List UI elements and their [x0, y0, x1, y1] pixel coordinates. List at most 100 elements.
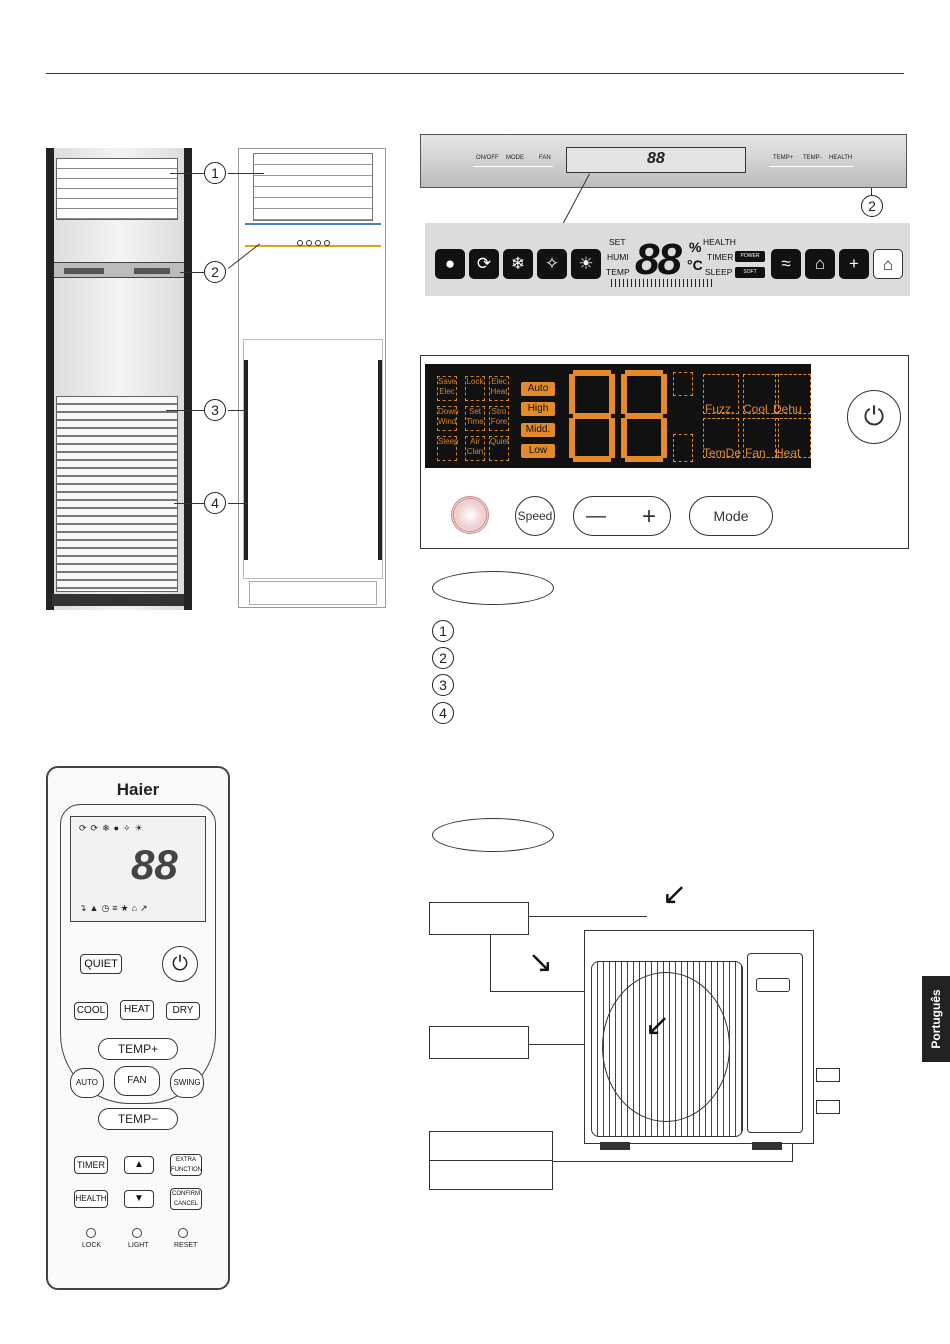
strip-btn-temp-down[interactable]: TEMP- — [803, 155, 822, 161]
section-pill-1 — [432, 571, 554, 605]
down-arrow-button[interactable]: ▼ — [124, 1190, 154, 1208]
fan-circle — [602, 972, 730, 1122]
callout-2-strip: 2 — [861, 195, 883, 217]
indoor-unit-side — [238, 148, 386, 608]
swing-button[interactable]: SWING — [170, 1068, 204, 1098]
service-panel — [747, 953, 803, 1133]
foot-left — [600, 1142, 630, 1150]
control-panel-alt: Save Elec Lock Elec Heat Down Wind Set T… — [420, 355, 909, 549]
reset-button[interactable] — [178, 1228, 188, 1238]
callout-1: 1 — [204, 162, 226, 184]
side-body-panel — [243, 339, 383, 579]
speed-low: Low — [521, 444, 555, 458]
strip-btn-health[interactable]: HEALTH — [829, 155, 853, 161]
lcd-display: ● ⟳ ❄ ✧ ☀ SET HUMI TEMP 88 % °C HEALTH T… — [425, 223, 910, 296]
temp-up-button[interactable]: TEMP+ — [98, 1038, 178, 1060]
temp-down-button[interactable]: TEMP− — [98, 1108, 178, 1130]
air-inlet-grille — [56, 396, 178, 592]
strip-btn-fan[interactable]: FAN — [539, 155, 551, 161]
light-label: LIGHT — [128, 1242, 149, 1249]
remote-control: Haier ⟳⟳❄●✧☀ 88 ↴▲◷≡★⌂↗ QUIET ⏻ COOL HEA… — [46, 766, 230, 1290]
panel-display: Save Elec Lock Elec Heat Down Wind Set T… — [425, 364, 811, 468]
arrow-into-fan-icon: ↙ — [645, 1009, 671, 1042]
dry-button[interactable]: DRY — [166, 1002, 200, 1020]
minus-button[interactable]: — — [586, 505, 606, 527]
extra-function-button[interactable]: EXTRA FUNCTION — [170, 1154, 202, 1176]
arrow-down-left-icon: ↙ — [662, 878, 688, 911]
side-buttons — [297, 233, 347, 246]
legend-2: 2 — [432, 647, 454, 669]
strip-btn-mode[interactable]: MODE — [506, 155, 524, 161]
soft-label: SOFT — [735, 267, 765, 278]
arrow-down-right-icon: ↘ — [528, 946, 554, 979]
valve-bottom — [816, 1100, 840, 1114]
power-button[interactable]: ⏻ — [847, 390, 901, 444]
drop-plus-icon: + — [839, 249, 869, 279]
mode-cool: Cool — [743, 402, 768, 416]
legend-1: 1 — [432, 620, 454, 642]
foot-right — [752, 1142, 782, 1150]
callout-3: 3 — [204, 399, 226, 421]
side-outlet-grille — [253, 153, 373, 221]
fan-button[interactable]: FAN — [114, 1066, 160, 1096]
unit-control-strip — [54, 262, 184, 278]
plus-button[interactable]: + — [641, 503, 656, 530]
label-box-4 — [429, 1160, 553, 1190]
power-button-remote[interactable]: ⏻ — [162, 946, 198, 982]
speed-midd: Midd. — [521, 423, 555, 437]
power-label: POWER — [735, 251, 765, 262]
lock-label: LOCK — [82, 1242, 102, 1249]
lcd-digits: 88 — [635, 235, 682, 284]
brand-logo: Haier — [116, 780, 160, 799]
control-strip: ON/OFF MODE FAN 88 TEMP+ TEMP- HEALTH — [420, 134, 907, 188]
strip-btn-temp-up[interactable]: TEMP+ — [773, 155, 794, 161]
snowflake-icon: ❄ — [503, 249, 533, 279]
valve-top — [816, 1068, 840, 1082]
seg-digit-1 — [569, 370, 615, 462]
house-icon: ⌂ — [873, 249, 903, 279]
label-box-3 — [429, 1131, 553, 1161]
legend-4: 4 — [432, 702, 454, 724]
side-control-band — [245, 223, 381, 247]
speed-button[interactable]: Speed — [515, 496, 555, 536]
label-box-1 — [429, 902, 529, 935]
timer-button[interactable]: TIMER — [74, 1156, 108, 1174]
callout-2: 2 — [204, 261, 226, 283]
remote-lcd: ⟳⟳❄●✧☀ 88 ↴▲◷≡★⌂↗ — [70, 816, 206, 922]
remote-face — [60, 804, 216, 1104]
cool-button[interactable]: COOL — [74, 1002, 108, 1020]
mode-fan: Fan — [745, 446, 766, 460]
mode-dehu: Dehu — [773, 402, 802, 416]
language-tab: Português — [922, 976, 950, 1062]
heat-button[interactable]: HEAT — [120, 1000, 154, 1020]
label-box-2 — [429, 1026, 529, 1059]
up-arrow-button[interactable]: ▲ — [124, 1156, 154, 1174]
indoor-unit-front — [46, 148, 192, 610]
header-rule — [46, 73, 904, 74]
fan-guard — [591, 961, 743, 1137]
mode-button[interactable]: Mode — [689, 496, 773, 536]
section-pill-2 — [432, 818, 554, 852]
temp-adjust-rocker: — + — [573, 496, 671, 536]
air-outlet-grille — [56, 158, 178, 220]
mode-temde: TemDe — [703, 446, 742, 460]
fan-icon: ✧ — [537, 249, 567, 279]
quiet-button[interactable]: QUIET — [80, 954, 122, 974]
confirm-cancel-button[interactable]: CONFIRM CANCEL — [170, 1188, 202, 1210]
heater-icon: ⌂ — [805, 249, 835, 279]
health-button[interactable]: HEALTH — [74, 1190, 108, 1208]
light-button[interactable] — [132, 1228, 142, 1238]
reset-label: RESET — [174, 1242, 198, 1249]
strip-btn-onoff[interactable]: ON/OFF — [476, 155, 499, 161]
unit-base — [52, 594, 184, 606]
seg-digit-2 — [621, 370, 667, 462]
speed-high: High — [521, 402, 555, 416]
lock-button[interactable] — [86, 1228, 96, 1238]
auto-button[interactable]: AUTO — [70, 1068, 104, 1098]
side-base — [249, 581, 377, 605]
legend-3: 3 — [432, 674, 454, 696]
speed-auto: Auto — [521, 382, 555, 396]
strip-lcd: 88 — [566, 147, 746, 173]
sun-icon: ☀ — [571, 249, 601, 279]
mode-heat: Heat — [775, 446, 801, 460]
